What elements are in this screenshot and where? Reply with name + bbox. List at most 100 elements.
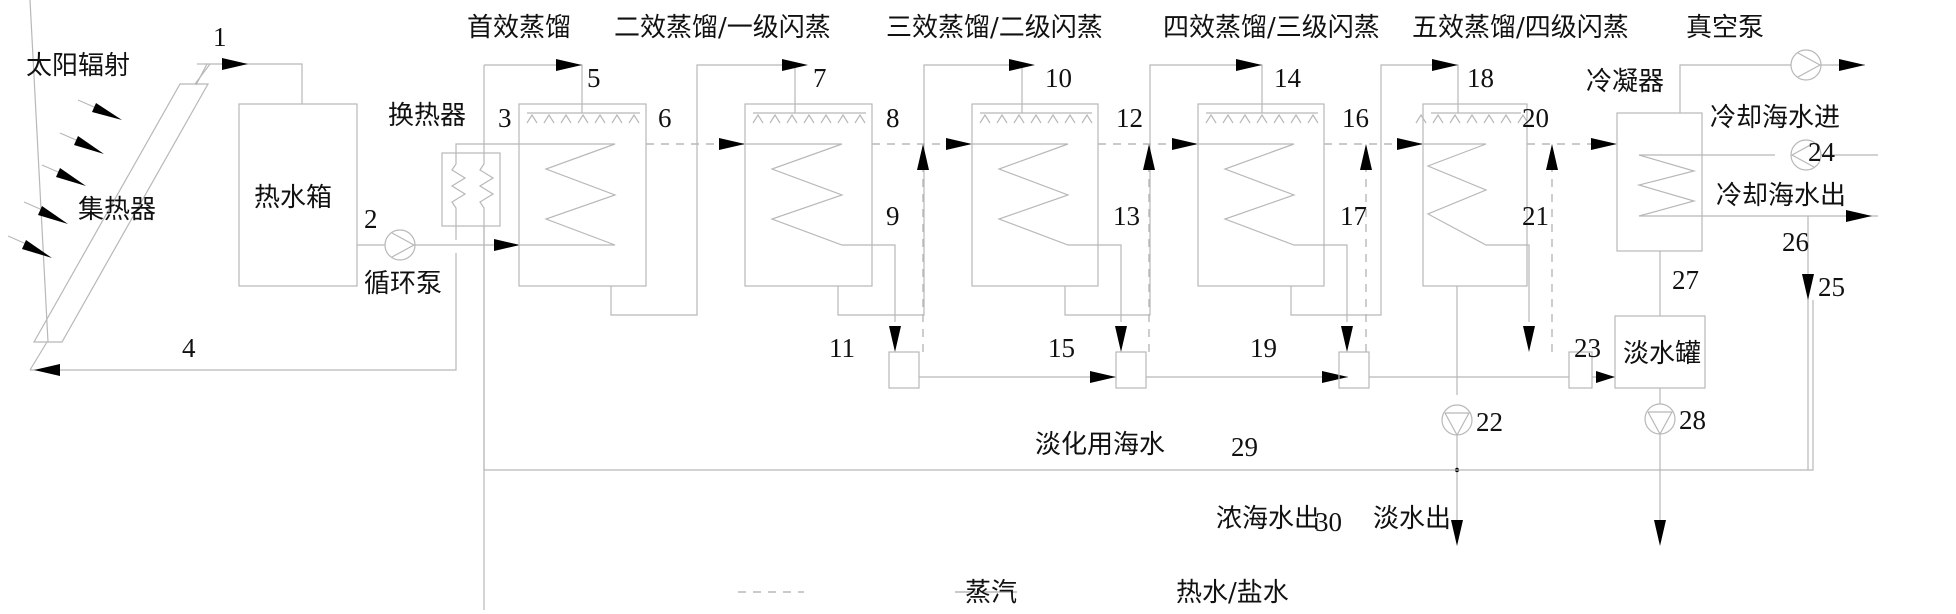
label-solar-radiation: 太阳辐射	[26, 51, 130, 81]
flow-arrow-icon	[1846, 210, 1872, 222]
pipe-4	[30, 253, 457, 371]
flash-tank-23	[1568, 351, 1593, 389]
node-number: 29	[1231, 432, 1258, 462]
flow-arrow-icon	[494, 239, 520, 251]
flow-arrow-icon	[1143, 144, 1155, 170]
node-number: 8	[886, 103, 900, 133]
label-effect-4: 四效蒸馏/三级闪蒸	[1163, 13, 1380, 43]
label-cooling-water-in: 冷却海水进	[1710, 103, 1840, 133]
heat-exchanger	[441, 65, 501, 610]
node-number: 22	[1476, 407, 1503, 437]
radiation-arrow-icon	[38, 206, 68, 224]
node-number: 6	[658, 103, 672, 133]
flash-tank-19	[1338, 351, 1370, 389]
flow-arrow-icon	[1172, 138, 1198, 150]
flow-arrow-icon	[1654, 520, 1666, 546]
node-number: 27	[1672, 265, 1699, 295]
node-number: 23	[1574, 333, 1601, 363]
flow-arrow-icon	[1523, 326, 1535, 352]
flow-arrow-icon	[1009, 59, 1035, 71]
flow-arrow-icon	[1596, 371, 1615, 383]
pipe-6-brine	[610, 64, 796, 316]
node-number: 10	[1045, 63, 1072, 93]
brine-pump-icon	[1441, 404, 1473, 437]
flow-arrow-icon	[1839, 59, 1865, 71]
radiation-arrow-icon	[22, 240, 52, 258]
node-number: 2	[364, 204, 378, 234]
flow-arrow-icon	[1341, 326, 1353, 352]
collector-outlet-pipe	[29, 341, 48, 371]
label-condenser: 冷凝器	[1586, 67, 1664, 97]
circulation-pump-icon	[384, 229, 416, 261]
label-effect-2: 二效蒸馏/一级闪蒸	[614, 13, 831, 43]
node-number: 7	[813, 63, 827, 93]
flow-arrow-icon	[782, 59, 808, 71]
effect-3-vessel	[971, 103, 1122, 322]
flow-arrow-icon	[1591, 138, 1617, 150]
node-number: 30	[1315, 507, 1342, 537]
node-number: 13	[1113, 201, 1140, 231]
node-number: 14	[1274, 63, 1302, 93]
flow-arrow-icon	[719, 138, 745, 150]
legend-steam-label: 蒸汽	[965, 578, 1017, 608]
radiation-arrow-icon	[74, 136, 104, 154]
pipe-1	[195, 63, 303, 104]
node-number: 15	[1048, 333, 1075, 363]
label-circulation-pump: 循环泵	[364, 269, 442, 299]
flow-arrow-icon	[1090, 371, 1116, 383]
node-number: 28	[1679, 405, 1706, 435]
flow-arrow-icon	[1115, 326, 1127, 352]
vacuum-pump-icon	[1790, 49, 1822, 81]
flow-arrow-icon	[1451, 520, 1463, 546]
node-number: 4	[182, 333, 196, 363]
node-number: 17	[1340, 201, 1367, 231]
node-number: 16	[1342, 103, 1369, 133]
node-number: 12	[1116, 103, 1143, 133]
node-number: 1	[213, 22, 227, 52]
radiation-arrow-icon	[92, 103, 122, 120]
label-fresh-water-tank: 淡水罐	[1623, 339, 1701, 369]
radiation-arrow-icon	[56, 168, 86, 186]
flow-arrow-icon	[1322, 371, 1348, 383]
effect-1-vessel	[518, 103, 647, 287]
flash-tank-15	[1115, 351, 1147, 389]
node-number: 9	[886, 201, 900, 231]
flow-arrow-icon	[1360, 144, 1372, 170]
flow-arrow-icon	[556, 59, 582, 71]
flow-arrow-icon	[889, 326, 901, 352]
flow-arrow-icon	[1432, 59, 1458, 71]
node-number: 11	[829, 333, 855, 363]
label-collector: 集热器	[78, 195, 156, 225]
effect-4-vessel	[1197, 103, 1348, 322]
label-desalination-seawater: 淡化用海水	[1035, 430, 1165, 460]
label-effect-1: 首效蒸馏	[467, 13, 571, 43]
solar-collector	[29, 0, 211, 343]
pipe-29	[484, 300, 1814, 471]
node-number: 5	[587, 63, 601, 93]
node-number: 20	[1522, 103, 1549, 133]
label-vacuum-pump: 真空泵	[1686, 13, 1764, 43]
node-number: 24	[1808, 137, 1836, 167]
pipe-brine-3	[1064, 64, 1263, 316]
flow-arrow-icon	[1397, 138, 1423, 150]
condenser	[1616, 112, 1797, 252]
flow-arrow-icon	[1236, 59, 1262, 71]
hot-water-tank	[238, 103, 358, 287]
pipe-brine-2	[837, 64, 1023, 316]
flow-arrow-icon	[917, 144, 929, 170]
legend-water-label: 热水/盐水	[1176, 578, 1289, 608]
node-number: 19	[1250, 333, 1277, 363]
label-hot-water-tank: 热水箱	[254, 183, 332, 213]
solar-radiation-arrows	[7, 99, 122, 258]
effect-5-vessel	[1415, 103, 1530, 322]
fresh-water-pump-icon	[1644, 403, 1676, 436]
node-number: 25	[1818, 272, 1845, 302]
flow-arrow-icon	[946, 138, 972, 150]
flow-arrow-icon	[1546, 144, 1558, 170]
pipe-vacuum	[1679, 64, 1791, 113]
flow-arrow-icon	[222, 58, 248, 70]
label-fresh-water-out: 淡水出	[1373, 504, 1451, 534]
label-effect-5: 五效蒸馏/四级闪蒸	[1412, 13, 1629, 43]
node-number: 18	[1467, 63, 1494, 93]
